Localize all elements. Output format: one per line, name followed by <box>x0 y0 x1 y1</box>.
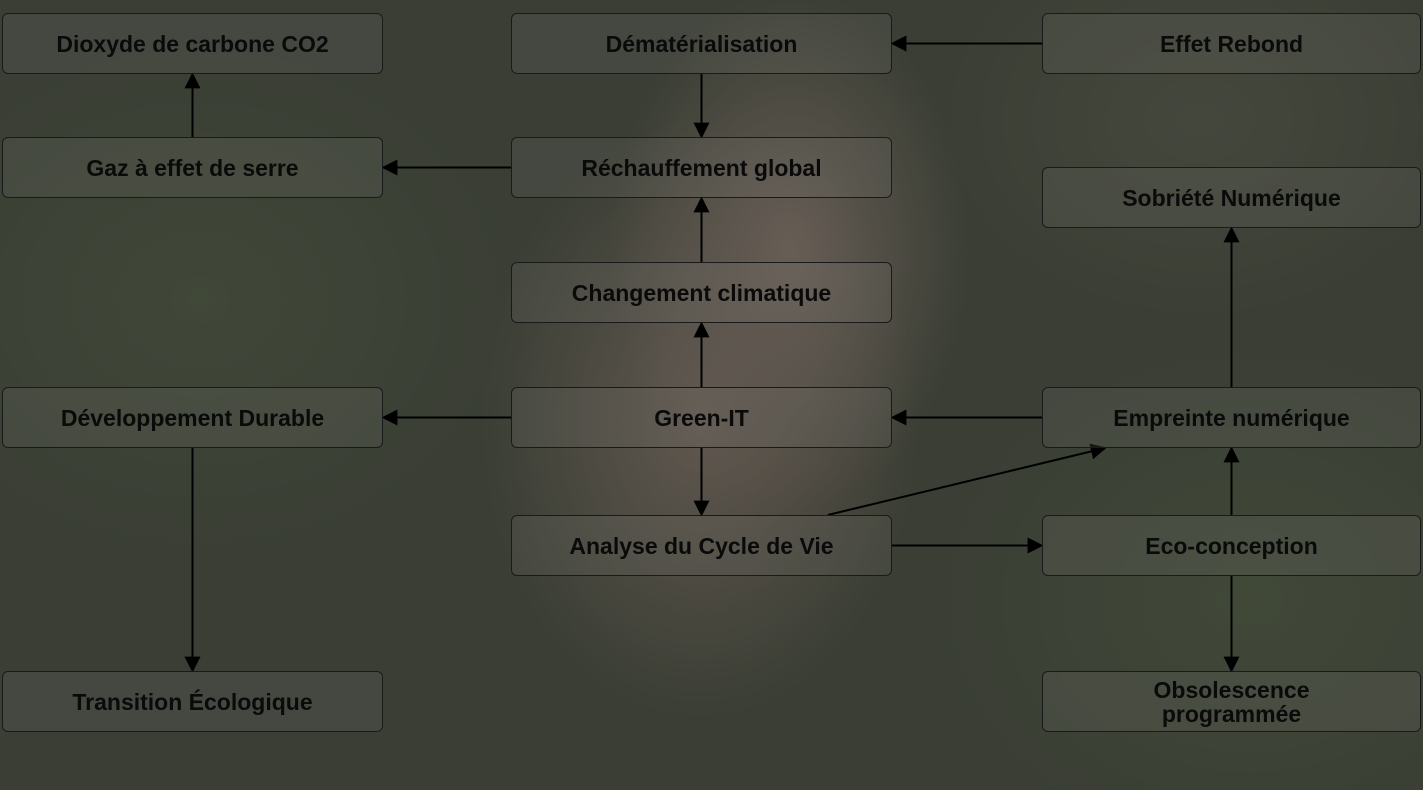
node-sobriete-numerique: Sobriété Numérique <box>1042 167 1421 228</box>
node-rechauffement-global: Réchauffement global <box>511 137 892 198</box>
node-dematerialisation: Dématérialisation <box>511 13 892 74</box>
node-developpement-durable: Développement Durable <box>2 387 383 448</box>
node-analyse-du-cycle-de-vie: Analyse du Cycle de Vie <box>511 515 892 576</box>
node-green-it: Green-IT <box>511 387 892 448</box>
node-empreinte-numerique: Empreinte numérique <box>1042 387 1421 448</box>
node-transition-ecologique: Transition Écologique <box>2 671 383 732</box>
node-obsolescence-programmee: Obsolescence programmée <box>1042 671 1421 732</box>
node-gaz-a-effet-de-serre: Gaz à effet de serre <box>2 137 383 198</box>
node-changement-climatique: Changement climatique <box>511 262 892 323</box>
node-dioxyde-de-carbone: Dioxyde de carbone CO2 <box>2 13 383 74</box>
node-eco-conception: Eco-conception <box>1042 515 1421 576</box>
node-effet-rebond: Effet Rebond <box>1042 13 1421 74</box>
edge-analyse-cycle-vie-to-empreinte-numerique <box>827 443 1107 516</box>
